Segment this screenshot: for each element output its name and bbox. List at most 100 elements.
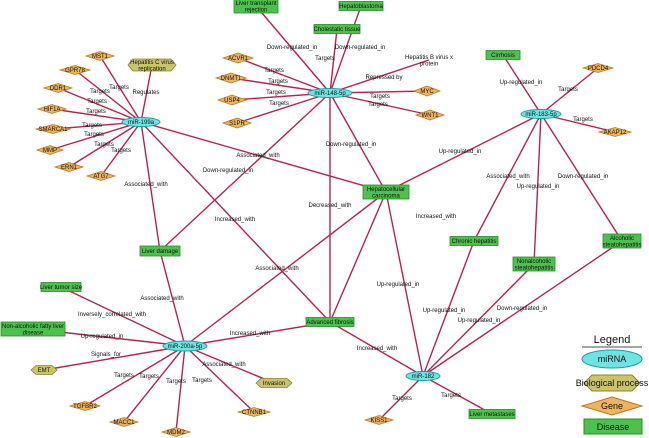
edge-mir200-mdm2 [175, 345, 186, 433]
node-shape-mst1 [84, 51, 116, 61]
node-shape-mir182 [405, 371, 441, 381]
node-shape-liver_meta [468, 409, 516, 419]
node-shape-mir183 [520, 109, 562, 119]
legend-mirna-label: miRNA [598, 354, 627, 364]
node-s1pr: S1PR [221, 117, 253, 129]
node-label-chronic_hep: Chronic hepatitis [452, 239, 497, 245]
edge-label-mir182-hcc: Up-regulated_in [377, 282, 420, 288]
node-label-acvr1: ACVR1 [228, 56, 249, 62]
node-shape-usp4 [216, 94, 248, 106]
node-label-cholestatic: Cholestatic tissue [313, 27, 361, 33]
node-shape-akap12 [597, 127, 633, 137]
edge-label-mir199-adv_fibrosis: Increased_with [215, 217, 255, 223]
node-shape-chronic_hep [449, 236, 499, 246]
edge-mir148-hcc [329, 92, 387, 193]
node-shape-ern1 [53, 162, 85, 172]
node-label-mst1: MST1 [92, 54, 109, 60]
legend-gene-label: Gene [601, 401, 623, 411]
edge-label-mir200-invasion: Associated_with [202, 362, 245, 368]
node-ctnnb1: CTNNB1 [236, 407, 272, 417]
edge-label-mir199-liver_damage: Associated_with [124, 182, 167, 188]
edge-label-mir199-ern1: Targets [94, 142, 114, 148]
node-smarca: SMARCA1 [34, 124, 72, 134]
edge-label-mir200-tgfbr2: Targets [114, 373, 134, 379]
node-shape-ddr1 [42, 83, 74, 93]
node-shape-kiss1 [363, 415, 395, 425]
edge-label-mir148-s1pr: Targets [269, 101, 289, 107]
node-shape-liver_transplant [233, 0, 279, 14]
edge-mir148-cholestatic [329, 28, 338, 94]
edge-label-mir183-hcc: Up-regulated_in [439, 149, 482, 155]
edge-mir148-liver_transplant [255, 5, 331, 94]
edge-label-mir182-chronic_hep: Up-regulated_in [423, 308, 466, 314]
edge-label-mir200-ctnnb1: Targets [192, 378, 212, 384]
edge-mir182-kiss1 [378, 375, 424, 421]
node-label-liver_damage: Liver damage [142, 249, 179, 255]
edge-label-mir148-myc: Targets [370, 94, 390, 100]
edge-mir199-mst1 [99, 55, 142, 123]
node-hepatoblastoma: Hepatoblastoma [338, 1, 384, 11]
node-label-s1pr: S1PR [229, 121, 245, 127]
node-shape-hepatoblastoma [338, 1, 384, 11]
edge-label-mir199-hcc: Associated_with [236, 153, 279, 159]
edge-mir148-acvr1 [237, 57, 331, 94]
node-label-ern1: ERN1 [61, 165, 78, 171]
edge-mir183-alc_steat [540, 113, 623, 242]
edge-mir183-nash [533, 113, 542, 265]
edge-label-mir200-mdm2: Targets [166, 379, 186, 385]
edge-mir199-ddr1 [57, 87, 142, 123]
node-mmp: MMP [35, 145, 65, 155]
edge-mir199-hcv [140, 64, 153, 123]
node-label-ddr1: DDR1 [50, 86, 67, 92]
edge-mir182-liver_meta [422, 375, 493, 415]
edge-mir182-adv_fibrosis [329, 321, 424, 377]
edge-mir182-nash [422, 263, 535, 377]
node-label-dnmt1: DNMT1 [221, 76, 242, 82]
node-tgfbr2: TGFBR2 [68, 401, 102, 411]
edge-label-mir200-adv_fibrosis: Increased_with [230, 331, 270, 337]
edge-label-mir182-adv_fibrosis: Increased_with [357, 346, 397, 352]
node-label-liver_meta: Liver metastases [469, 412, 514, 418]
edge-label-mir200-liver_tumor: Inversely_correlated_with [78, 312, 146, 318]
edge-mir200-tgfbr2 [84, 345, 186, 407]
node-invasion: Invasion [255, 378, 293, 388]
edge-mir199-mmp [49, 121, 142, 151]
legend-process-label: Biological process [576, 378, 649, 388]
node-label-mir183: miR-183-5p [525, 112, 557, 118]
edge-label-mir200-liver_damage: Associated_with [140, 296, 183, 302]
node-shape-invasion [255, 378, 293, 388]
edge-label-mir183-chronic_hep: Associated_with [486, 174, 529, 180]
edge-mir183-cirrhosis [502, 54, 542, 115]
edge-mir148-wnt1 [329, 92, 431, 116]
legend: Legend miRNA Biological process Gene Dis… [576, 334, 649, 435]
node-label-atg7: ATG7 [93, 174, 109, 180]
edge-mir200-macc1 [123, 345, 186, 423]
node-label-hif1a: HIF1A [43, 107, 60, 113]
node-label-mir182: miR-182 [412, 374, 435, 380]
node-usp4: USP4 [216, 94, 248, 106]
edge-mir200-emt [43, 345, 186, 371]
node-shape-mir199 [121, 117, 161, 127]
node-label-gpr78: GPR78 [65, 68, 85, 74]
node-adv_fibrosis: Advanced fibrosis [305, 317, 355, 327]
legend-process-shape [583, 374, 641, 392]
node-liver_tumor: Liver tumor size [40, 282, 83, 292]
node-shape-liver_damage [139, 245, 181, 257]
edge-label-mir148-acvr1: Targets [264, 68, 284, 74]
node-shape-mmp [35, 145, 65, 155]
node-akap12: AKAP12 [597, 127, 633, 137]
legend-title: Legend [594, 334, 631, 346]
edge-label-mir200-emt: Signals_for [91, 352, 121, 358]
node-shape-hcc [362, 184, 410, 200]
edge-mir148-liver_damage [159, 92, 331, 252]
legend-gene-shape [580, 396, 644, 416]
node-label-hepatoblastoma: Hepatoblastoma [339, 4, 383, 10]
